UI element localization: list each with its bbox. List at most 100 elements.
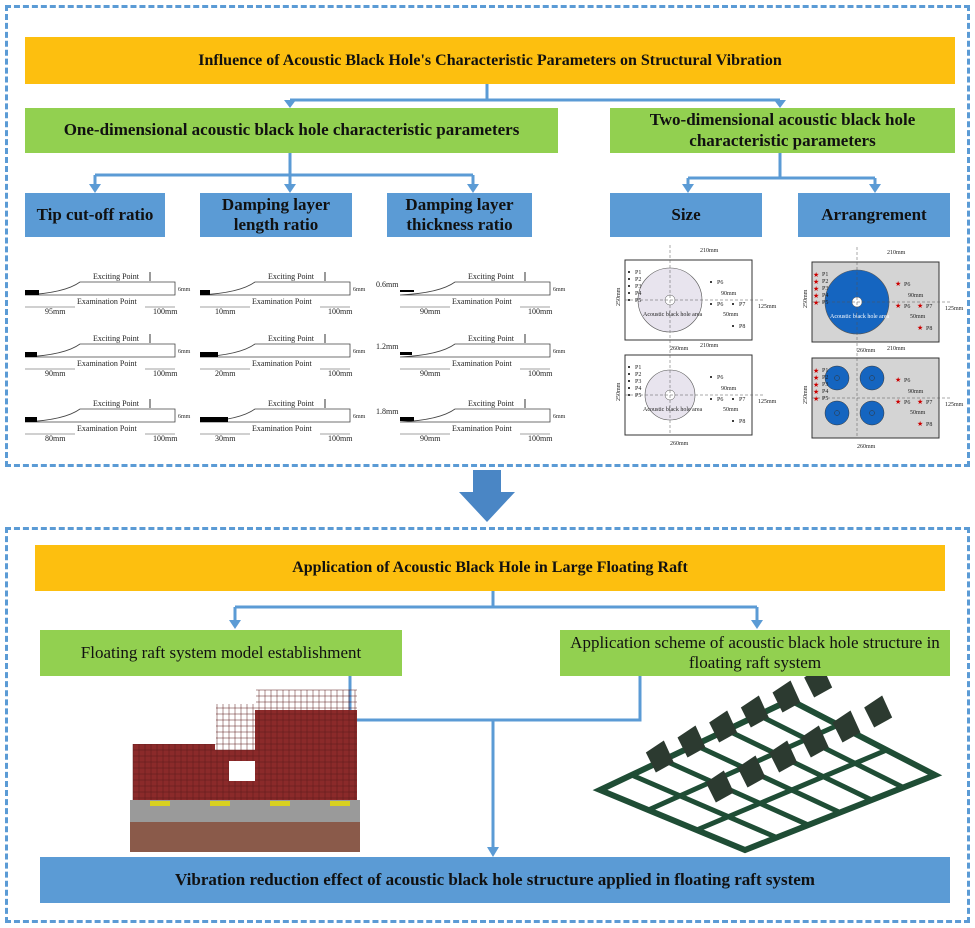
raft-model-title: Floating raft system model establishment (40, 630, 402, 676)
damping-layer (25, 352, 37, 357)
examination-point-label: Examination Point (452, 424, 513, 433)
point-label: P6 (717, 375, 723, 381)
examination-point-label: Examination Point (252, 424, 313, 433)
bottom-dim-label: 260mm (857, 348, 876, 354)
top-dim-label: 210mm (887, 346, 906, 352)
param-damping-length: Damping layer length ratio (200, 193, 352, 237)
right-dim-label: 100mm (153, 369, 178, 378)
point-label: P3 (635, 284, 641, 290)
point-star-icon: ★ (813, 292, 819, 300)
point-star-icon: ★ (917, 324, 923, 332)
point-label: P6 (717, 302, 723, 308)
mid-dim-label: 90mm (908, 389, 924, 395)
isolator (210, 801, 230, 806)
damping-layer (25, 290, 39, 295)
point-star-icon: ★ (895, 280, 901, 288)
isolator (150, 801, 170, 806)
point-dot (628, 271, 630, 273)
point-label: P6 (904, 400, 910, 406)
abh-block (645, 740, 674, 773)
height-label: 6mm (178, 349, 191, 355)
point-label: P5 (822, 300, 828, 306)
exciting-point-label: Exciting Point (268, 272, 315, 281)
two-d-title: Two-dimensional acoustic black hole char… (610, 108, 955, 153)
center-lines (812, 343, 952, 438)
examination-point-label: Examination Point (77, 297, 138, 306)
left-dim-label: 80mm (45, 434, 66, 443)
center-lines (625, 245, 765, 340)
point-label: P2 (635, 277, 641, 283)
exciting-point-label: Exciting Point (468, 272, 515, 281)
right-dim-label: 100mm (328, 434, 353, 443)
damping-layer (25, 417, 37, 422)
abh-circle (859, 400, 885, 426)
beam-outline (399, 281, 551, 296)
side-dim-label: 250mm (803, 289, 809, 308)
damping-layer (400, 290, 414, 292)
height-label: 6mm (353, 414, 366, 420)
point-star-icon: ★ (917, 302, 923, 310)
examination-point-label: Examination Point (77, 424, 138, 433)
small-dim-label: 50mm (723, 407, 739, 413)
isolator (330, 801, 350, 806)
beam-outline (24, 408, 176, 423)
big-down-arrow-icon (459, 470, 515, 522)
left-dim-label: 90mm (420, 434, 441, 443)
beam-outline (24, 281, 176, 296)
point-star-icon: ★ (813, 395, 819, 403)
left-dim-label: 95mm (45, 307, 66, 316)
abh-block (832, 710, 861, 743)
point-dot (732, 398, 734, 400)
point-label: P1 (635, 270, 641, 276)
point-dot (628, 299, 630, 301)
frame-beam (662, 757, 810, 828)
point-star-icon: ★ (895, 398, 901, 406)
acoustic-black-hole-raft-frame-image (592, 665, 943, 854)
point-star-icon: ★ (813, 271, 819, 279)
point-label: P7 (926, 304, 932, 310)
abh-circle (859, 365, 885, 391)
point-dot (732, 325, 734, 327)
right-dim-label: 100mm (153, 307, 178, 316)
abh-circle (824, 400, 850, 426)
raft-base-layer (130, 822, 360, 852)
point-star-icon: ★ (895, 302, 901, 310)
exciting-point-label: Exciting Point (268, 334, 315, 343)
point-dot (732, 420, 734, 422)
abh-block (737, 755, 766, 788)
abh-block (769, 740, 798, 773)
small-dim-label: 50mm (910, 314, 926, 320)
height-label: 6mm (178, 287, 191, 293)
part1-frame (5, 5, 970, 467)
frame-outline (592, 696, 943, 854)
right-dim-label: 100mm (528, 434, 553, 443)
point-dot (628, 387, 630, 389)
param-damping-thickness: Damping layer thickness ratio (387, 193, 532, 237)
center-lines (812, 247, 952, 342)
mesh-opening (229, 761, 255, 781)
abh-block (740, 695, 769, 728)
examination-point-label: Examination Point (452, 359, 513, 368)
right-dim-label: 100mm (328, 369, 353, 378)
point-star-icon: ★ (813, 374, 819, 382)
point-star-icon: ★ (895, 376, 901, 384)
point-dot (628, 278, 630, 280)
abh-hole (869, 375, 875, 381)
point-label: P4 (822, 389, 828, 395)
abh-hole (834, 410, 840, 416)
point-label: P4 (635, 291, 641, 297)
exciting-point-label: Exciting Point (93, 334, 140, 343)
height-label: 6mm (353, 287, 366, 293)
point-dot (628, 292, 630, 294)
point-label: P6 (904, 304, 910, 310)
